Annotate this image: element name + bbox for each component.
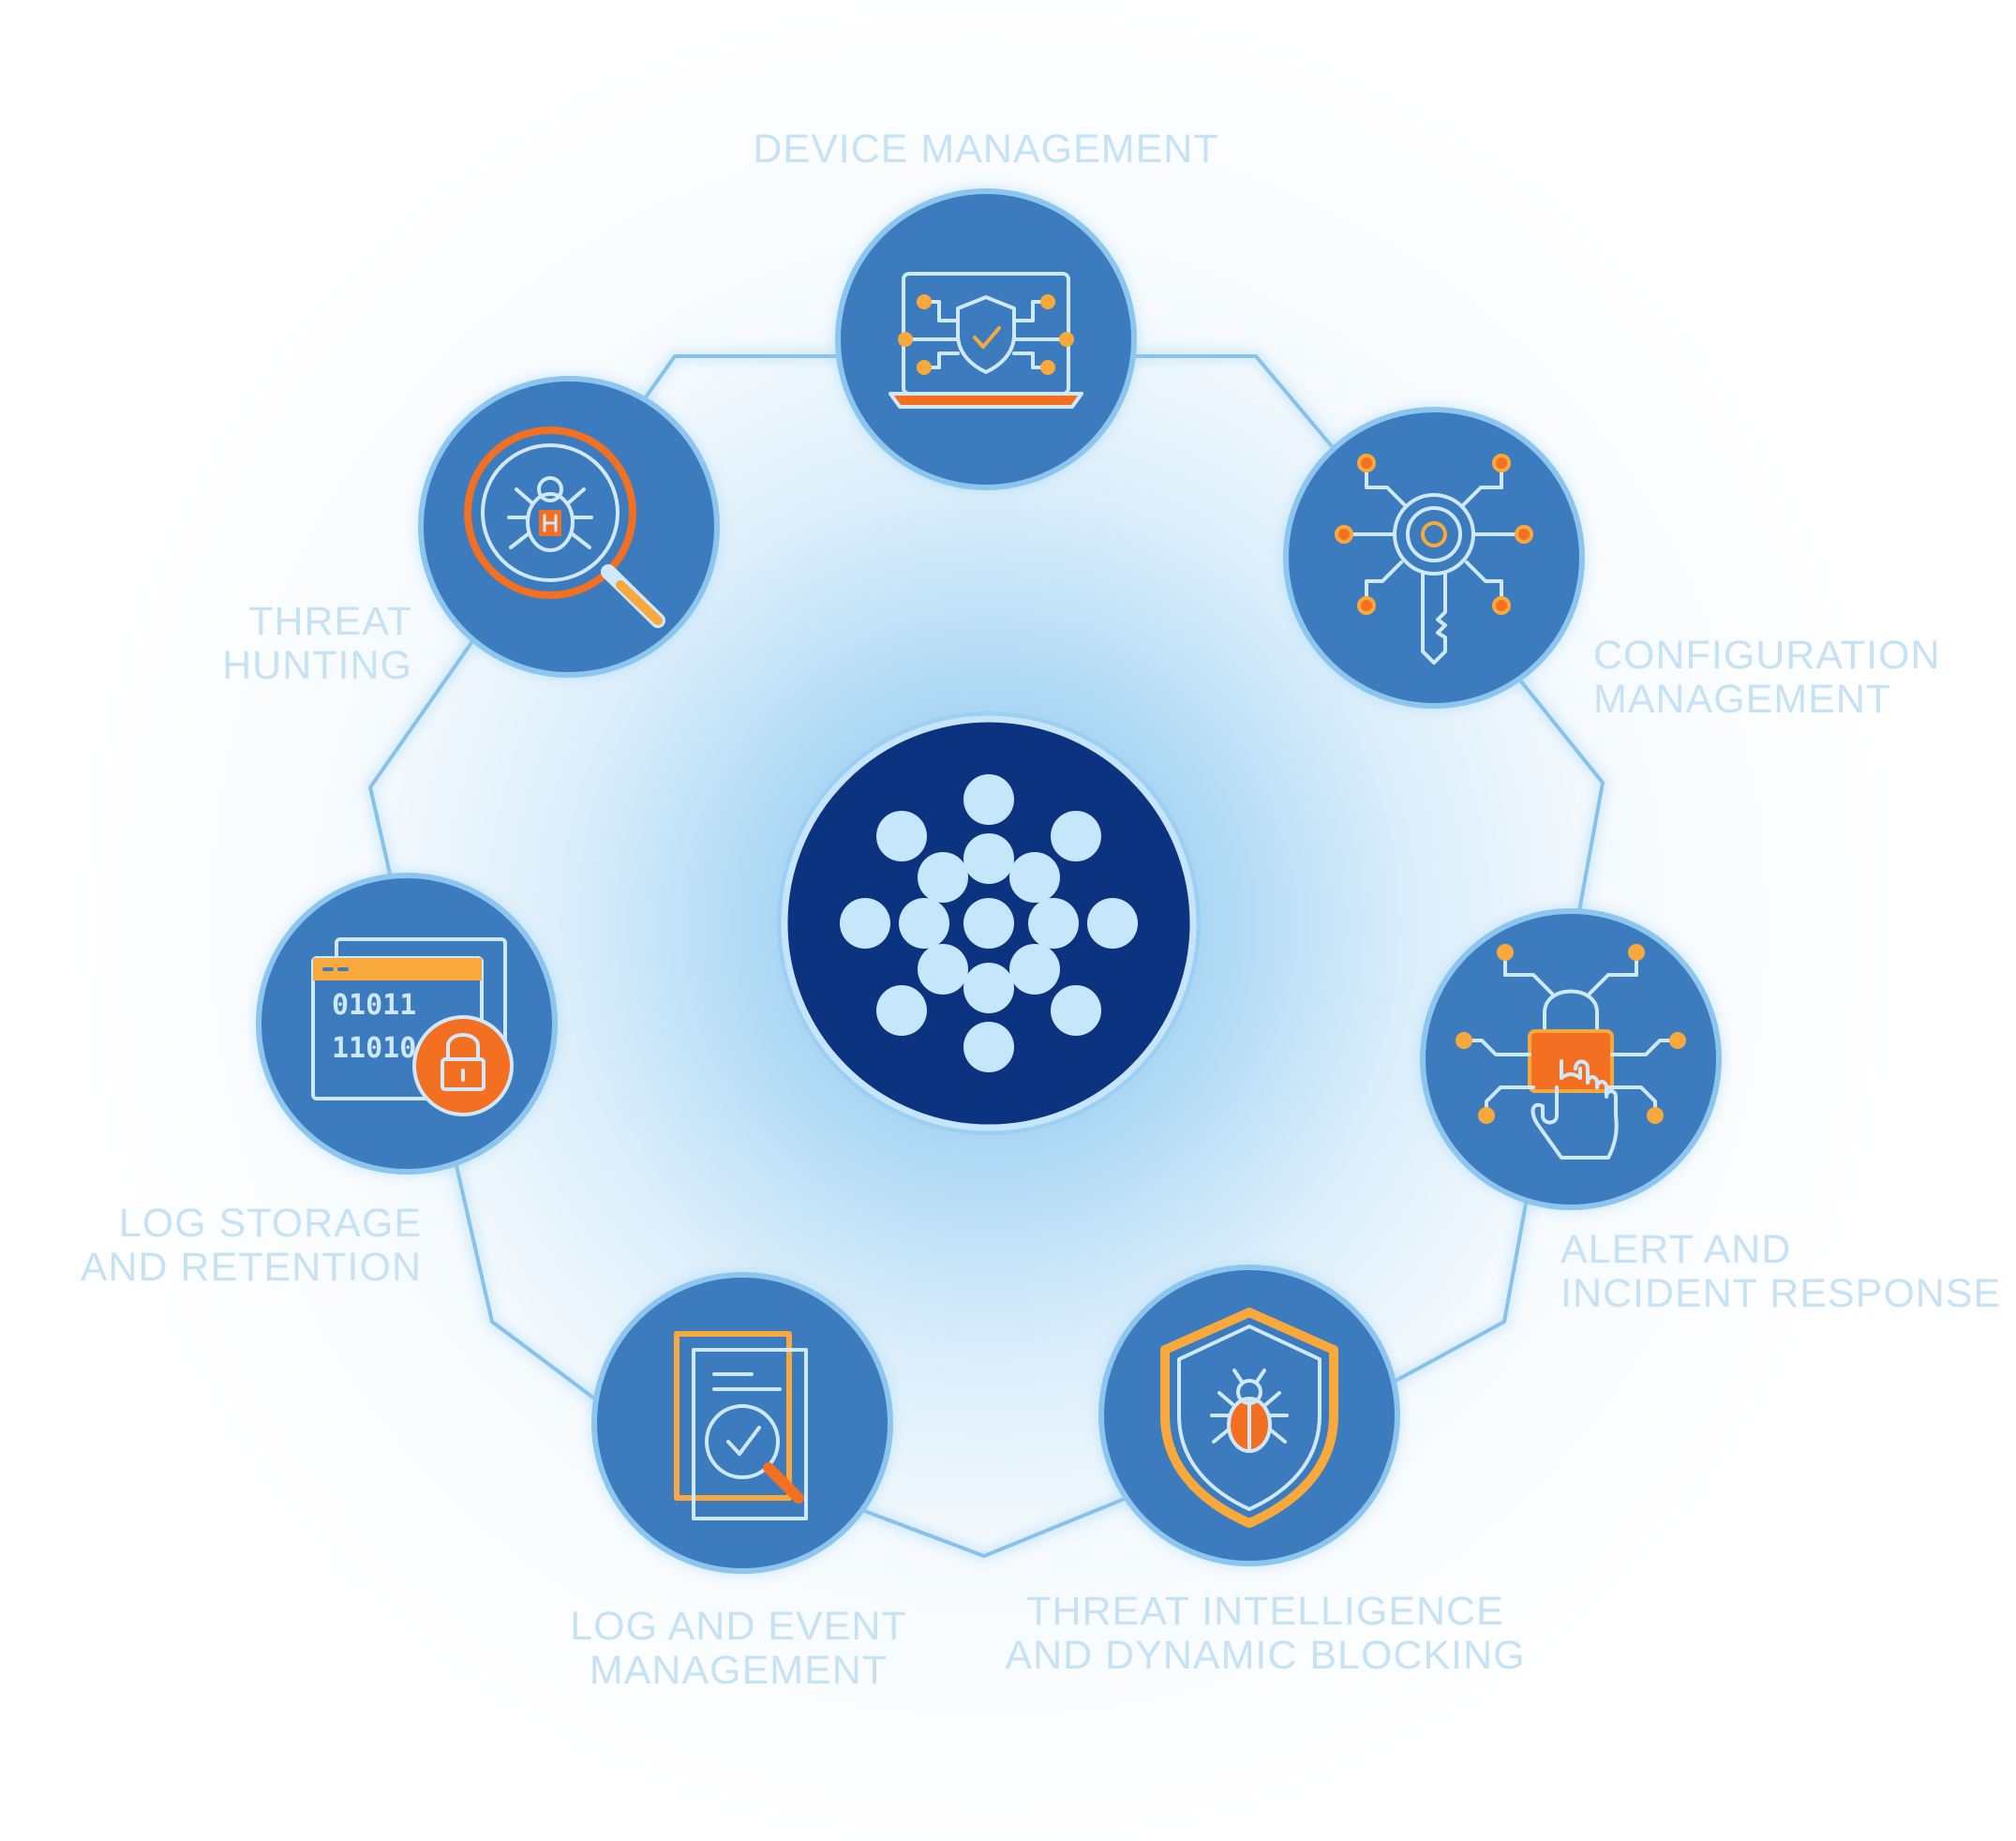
node-threat-intelligence[interactable] xyxy=(1096,1262,1403,1569)
node-threat-hunting[interactable] xyxy=(415,373,723,681)
label-line: LOG STORAGE xyxy=(118,1201,422,1246)
document-search-icon xyxy=(674,1331,808,1520)
label-threat-hunting: THREAT HUNTING xyxy=(222,600,412,688)
label-line: CONFIGURATION xyxy=(1593,633,1941,678)
node-device-management[interactable] xyxy=(832,186,1140,493)
label-line: ALERT AND xyxy=(1561,1227,1792,1272)
label-log-storage-retention: LOG STORAGE AND RETENTION xyxy=(81,1202,422,1290)
label-line: THREAT INTELLIGENCE xyxy=(1026,1589,1504,1634)
bug-magnifier-icon xyxy=(464,427,665,628)
label-line: MANAGEMENT xyxy=(1593,677,1892,722)
label-line: LOG AND EVENT xyxy=(570,1604,907,1649)
label-device-management: DEVICE MANAGEMENT xyxy=(753,127,1218,172)
label-line: THREAT xyxy=(248,599,412,644)
center-hub xyxy=(777,711,1201,1135)
circuit-key-icon xyxy=(1335,454,1533,665)
label-log-event-management: LOG AND EVENT MANAGEMENT xyxy=(570,1605,906,1693)
label-threat-intelligence: THREAT INTELLIGENCE AND DYNAMIC BLOCKING xyxy=(1005,1590,1525,1678)
label-line: HUNTING xyxy=(222,643,412,688)
label-alert-incident-response: ALERT AND INCIDENT RESPONSE xyxy=(1561,1228,2001,1316)
svg-text:11010: 11010 xyxy=(332,1032,416,1065)
label-line: AND DYNAMIC BLOCKING xyxy=(1005,1633,1526,1678)
lock-touch-icon xyxy=(1456,944,1686,1160)
node-alert-incident-response[interactable] xyxy=(1417,906,1725,1213)
laptop-shield-icon xyxy=(889,272,1083,409)
shield-bug-icon xyxy=(1160,1308,1338,1528)
binary-lock-icon: 01011 11010 xyxy=(311,937,514,1116)
svg-text:01011: 01011 xyxy=(332,989,416,1022)
label-line: AND RETENTION xyxy=(80,1245,422,1290)
label-line: DEVICE MANAGEMENT xyxy=(753,127,1219,172)
node-log-storage-retention[interactable]: 01011 11010 xyxy=(253,870,560,1177)
label-line: MANAGEMENT xyxy=(589,1648,889,1693)
node-configuration-management[interactable] xyxy=(1280,404,1588,711)
label-configuration-management: CONFIGURATION MANAGEMENT xyxy=(1593,634,1941,722)
node-log-event-management[interactable] xyxy=(589,1269,896,1577)
hub-dots-icon xyxy=(840,774,1138,1072)
label-line: INCIDENT RESPONSE xyxy=(1561,1271,2002,1316)
